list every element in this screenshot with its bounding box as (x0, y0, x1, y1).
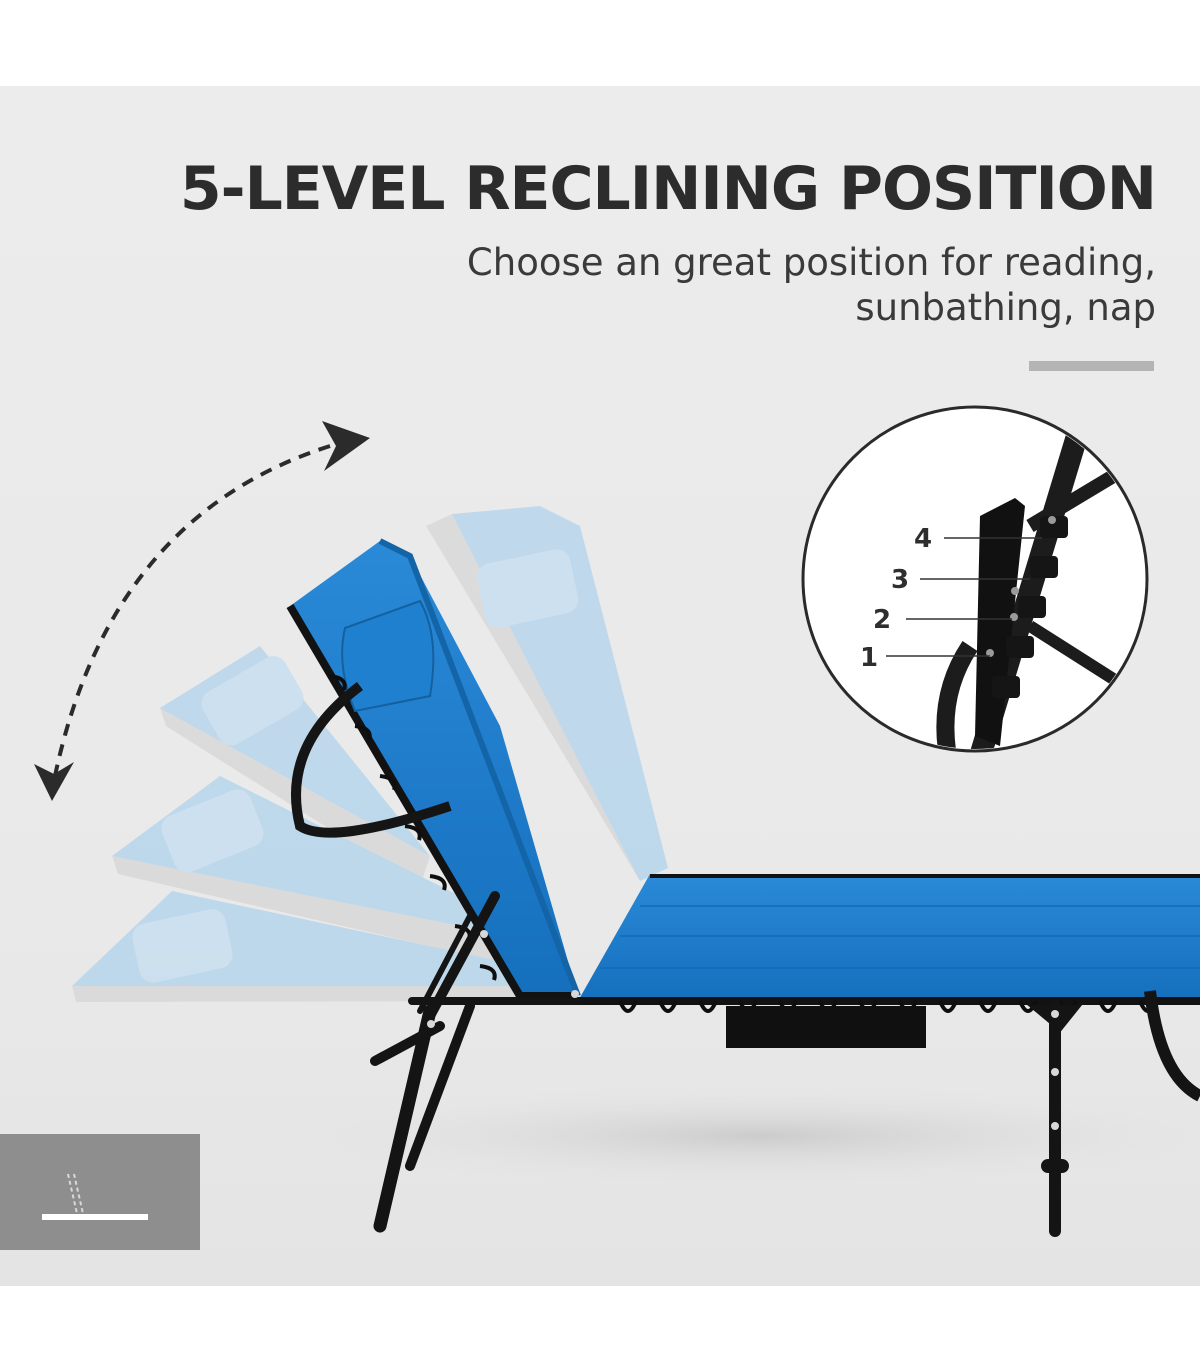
recline-direction-arrow (34, 421, 370, 801)
ghost-backrest-2 (112, 776, 560, 974)
position-label-4: 4 (914, 524, 932, 554)
corner-thumbnail (0, 1134, 200, 1250)
position-label-2: 2 (873, 605, 891, 635)
subline: Choose an great position for reading, su… (466, 241, 1156, 329)
side-pouch (726, 1006, 926, 1048)
headrest-pillow (341, 599, 435, 713)
lounger-seat (578, 874, 1200, 1102)
floor-shadow (240, 1081, 1200, 1191)
headline: 5-LEVEL RECLINING POSITION (179, 154, 1157, 224)
position-label-3: 3 (891, 565, 909, 595)
lounger-illustration: 4 3 2 1 (34, 405, 1200, 1237)
product-panel: 5-LEVEL RECLINING POSITION Choose an gre… (0, 86, 1200, 1286)
position-label-1: 1 (860, 643, 878, 673)
adjuster-closeup: 4 3 2 1 (801, 405, 1149, 753)
lounger-backrest (286, 538, 581, 1000)
lounger-frame (370, 891, 1083, 1237)
ghost-backrest-5 (426, 506, 668, 881)
lounger-mini-icon (42, 1173, 148, 1220)
accent-rule (1029, 361, 1154, 371)
frame-rivets (427, 930, 1059, 1130)
